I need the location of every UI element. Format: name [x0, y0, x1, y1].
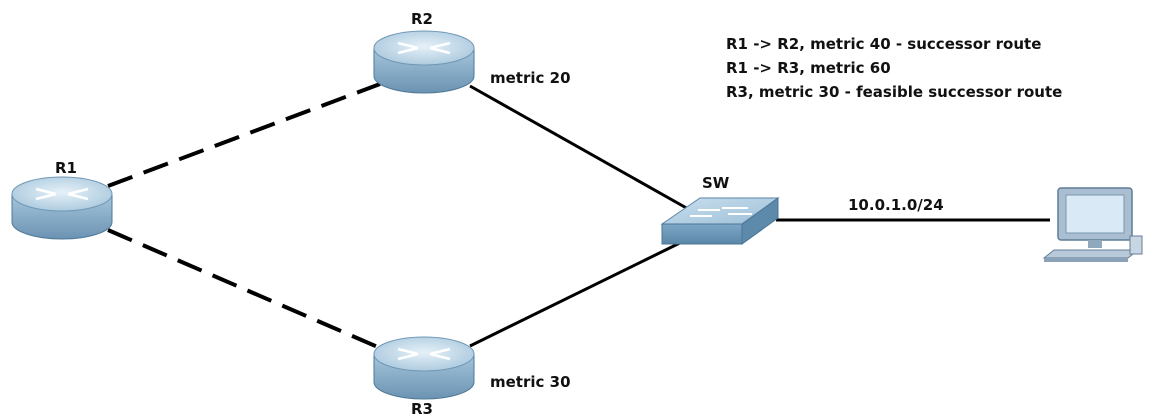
- legend-line-2: R1 -> R3, metric 60: [726, 59, 891, 77]
- link-r1-r2: [107, 82, 381, 188]
- node-label-r3: R3: [411, 400, 433, 418]
- node-label-r2: R2: [411, 10, 433, 28]
- link-r2-sw: [469, 84, 691, 212]
- legend-line-3: R3, metric 30 - feasible successor route: [726, 83, 1062, 101]
- router-arrows-icon: [397, 41, 451, 55]
- router-r3[interactable]: [373, 336, 475, 400]
- node-label-sw: SW: [702, 174, 730, 192]
- router-arrows-icon: [35, 187, 89, 201]
- link-r3-sw: [469, 236, 691, 348]
- links: [107, 82, 1050, 350]
- pc-icon[interactable]: [1042, 187, 1143, 262]
- metric-label-r2-sw: metric 20: [490, 69, 571, 87]
- switch-arrows-icon: [690, 207, 752, 217]
- switch-sw[interactable]: [660, 197, 780, 245]
- router-arrows-icon: [397, 347, 451, 361]
- route-legend: R1 -> R2, metric 40 - successor route R1…: [726, 35, 1062, 101]
- subnet-label: 10.0.1.0/24: [848, 196, 944, 214]
- legend-line-1: R1 -> R2, metric 40 - successor route: [726, 35, 1041, 53]
- node-label-r1: R1: [55, 159, 77, 177]
- router-r2[interactable]: [373, 30, 475, 94]
- link-r1-r3: [107, 228, 381, 350]
- metric-label-r3-sw: metric 30: [490, 373, 571, 391]
- router-r1[interactable]: [11, 176, 113, 240]
